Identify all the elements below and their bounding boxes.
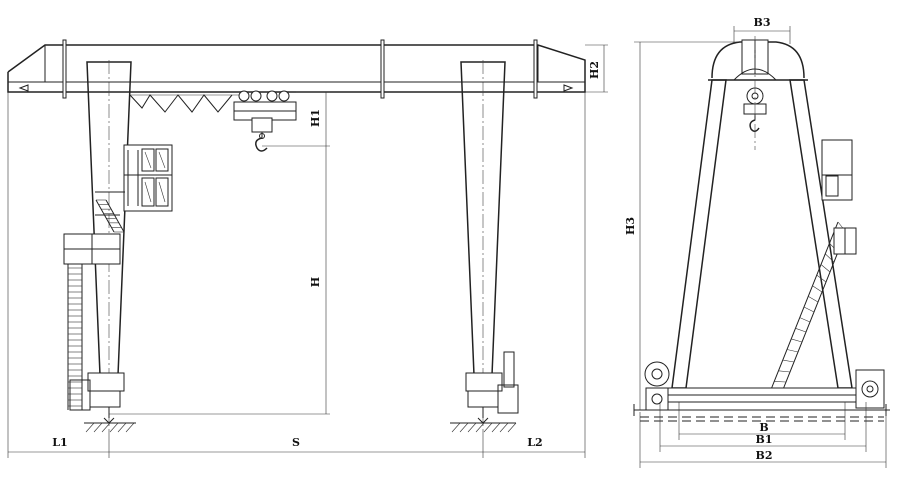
dim-label-b2: B2 xyxy=(756,449,773,462)
side-view: B3 H3 B B1 B2 xyxy=(624,16,890,468)
dimension-b1: B1 xyxy=(659,402,867,452)
dim-label-h1: H1 xyxy=(309,109,322,127)
side-hoist xyxy=(743,36,767,150)
dim-label-h: H xyxy=(309,277,322,287)
dim-label-b3: B3 xyxy=(754,16,771,29)
dim-label-l1: L1 xyxy=(52,436,67,449)
side-top-head xyxy=(708,39,808,81)
ladder-part xyxy=(105,199,125,233)
dim-label-b1: B1 xyxy=(756,433,773,446)
dimension-h1: H1 xyxy=(296,91,330,146)
dimension-span: L1 S L2 xyxy=(7,92,586,458)
dimension-b: B xyxy=(678,402,846,440)
dim-label-h2: H2 xyxy=(588,61,601,79)
dimension-h3: H3 xyxy=(624,41,742,410)
side-cab xyxy=(821,139,857,255)
dim-label-s: S xyxy=(292,436,300,449)
ladder-part xyxy=(95,199,115,233)
dimension-h2: H2 xyxy=(585,44,608,93)
dim-label-h3: H3 xyxy=(624,217,637,235)
dim-label-b: B xyxy=(759,421,768,434)
dimension-b3: B3 xyxy=(733,16,791,44)
electrical-cabinet xyxy=(63,233,121,265)
dim-label-l2: L2 xyxy=(527,436,542,449)
left-end-carriage xyxy=(69,372,125,424)
side-sill-beam xyxy=(659,387,867,403)
side-rail xyxy=(633,404,890,422)
dimension-b2: B2 xyxy=(639,412,887,468)
front-view: H H1 H2 L1 S L2 xyxy=(7,39,608,458)
hoist xyxy=(233,90,297,152)
side-wheels xyxy=(644,361,885,411)
right-end-carriage xyxy=(465,351,519,424)
operator-cab xyxy=(123,144,173,212)
dimension-h: H xyxy=(262,145,330,414)
side-legs xyxy=(671,79,853,389)
main-girder xyxy=(7,39,586,99)
ground-right xyxy=(450,422,517,433)
cable-festoon xyxy=(129,94,233,113)
ground-left xyxy=(84,422,136,433)
